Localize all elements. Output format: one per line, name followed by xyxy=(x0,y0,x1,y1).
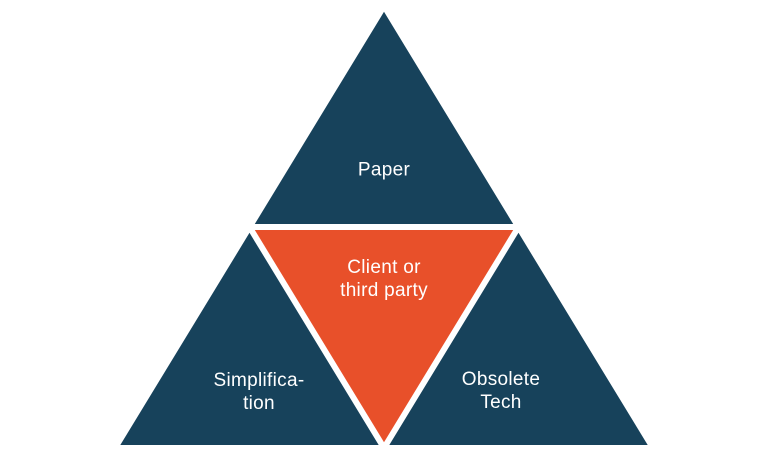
triangle-obsolete-tech-shape xyxy=(389,232,648,445)
triangle-client-third-party-shape xyxy=(254,230,514,443)
triangle-simplification-shape xyxy=(120,232,379,445)
triangle-paper-shape xyxy=(254,11,514,224)
